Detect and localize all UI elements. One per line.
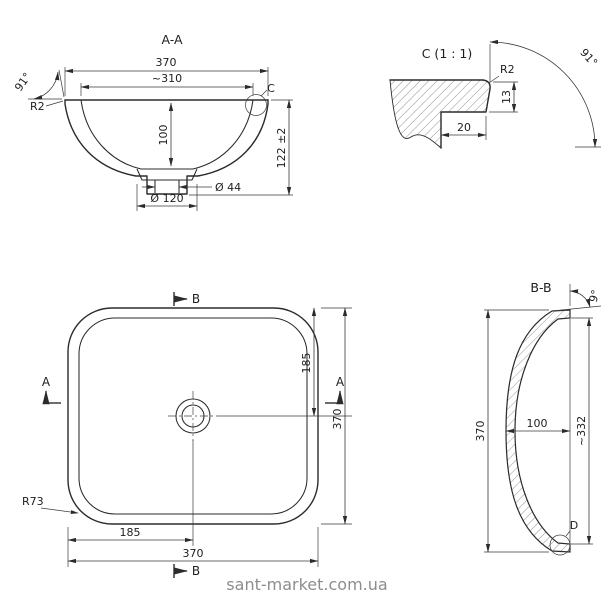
dim-text-13: 13	[500, 90, 513, 104]
section-a-label-left: A	[42, 375, 51, 389]
dim-text-20: 20	[457, 121, 471, 134]
dim-text-370-bottom: 370	[183, 547, 204, 560]
extension-lines-370	[484, 309, 549, 553]
angle-arc	[33, 71, 60, 100]
angle-arc	[489, 39, 598, 148]
view-section-bb: B-B 370 100 ~332 9° D	[474, 280, 603, 556]
detail-c-circle	[245, 94, 267, 116]
detail-d-circle	[549, 534, 571, 556]
outer-profile	[64, 99, 269, 195]
section-a-label-right: A	[336, 375, 345, 389]
dim-text-185-right: 185	[300, 353, 313, 374]
angle-text: 91°	[12, 70, 34, 93]
radius-text: R2	[30, 100, 45, 113]
view-section-aa: A-A 370 ~310 91° R2 C 100 122 ±2 Ø 44 Ø …	[12, 32, 293, 211]
dim-text-332: ~332	[575, 416, 588, 446]
dim-text-185-bottom: 185	[120, 526, 141, 539]
angle-text: 91°	[577, 46, 600, 69]
drain-recess	[136, 168, 198, 181]
radius-text: R2	[500, 63, 515, 76]
section-bb-title: B-B	[530, 280, 551, 295]
angle-extension-lines	[28, 69, 65, 100]
detail-c-leader	[260, 89, 268, 97]
detail-d-leader	[565, 530, 571, 537]
dim-text-370: 370	[156, 56, 177, 69]
radius-leader	[45, 100, 64, 107]
dim-text-122: 122 ±2	[275, 128, 288, 169]
dim-text-44: Ø 44	[215, 181, 241, 194]
watermark: sant-market.com.ua	[226, 575, 387, 594]
section-aa-title: A-A	[161, 32, 183, 47]
rim-corner-material	[389, 79, 491, 149]
detail-d-label: D	[570, 519, 578, 532]
angle-text: 9°	[587, 288, 603, 303]
corner-radius-leader	[40, 507, 79, 514]
angle-arc	[569, 289, 591, 308]
detail-c-label: C	[267, 82, 275, 95]
dim-text-370-right: 370	[331, 409, 344, 430]
corner-radius-text: R73	[22, 495, 44, 508]
detail-c-title: C (1 : 1)	[422, 46, 473, 61]
dim-text-100: 100	[527, 417, 548, 430]
section-b-label-bottom: B	[192, 564, 200, 578]
dim-text-310: ~310	[152, 72, 182, 85]
center-extension-lines	[192, 415, 352, 546]
dim-text-370: 370	[474, 421, 487, 442]
view-plan: A A B B R73 185 370 185 370	[22, 292, 352, 578]
dim-text-100: 100	[157, 125, 170, 146]
inner-profile	[80, 99, 254, 170]
view-detail-c: C (1 : 1) R2 91° 13 20	[389, 39, 601, 149]
section-b-label-top: B	[192, 292, 200, 306]
dim-text-120: Ø 120	[150, 192, 183, 205]
